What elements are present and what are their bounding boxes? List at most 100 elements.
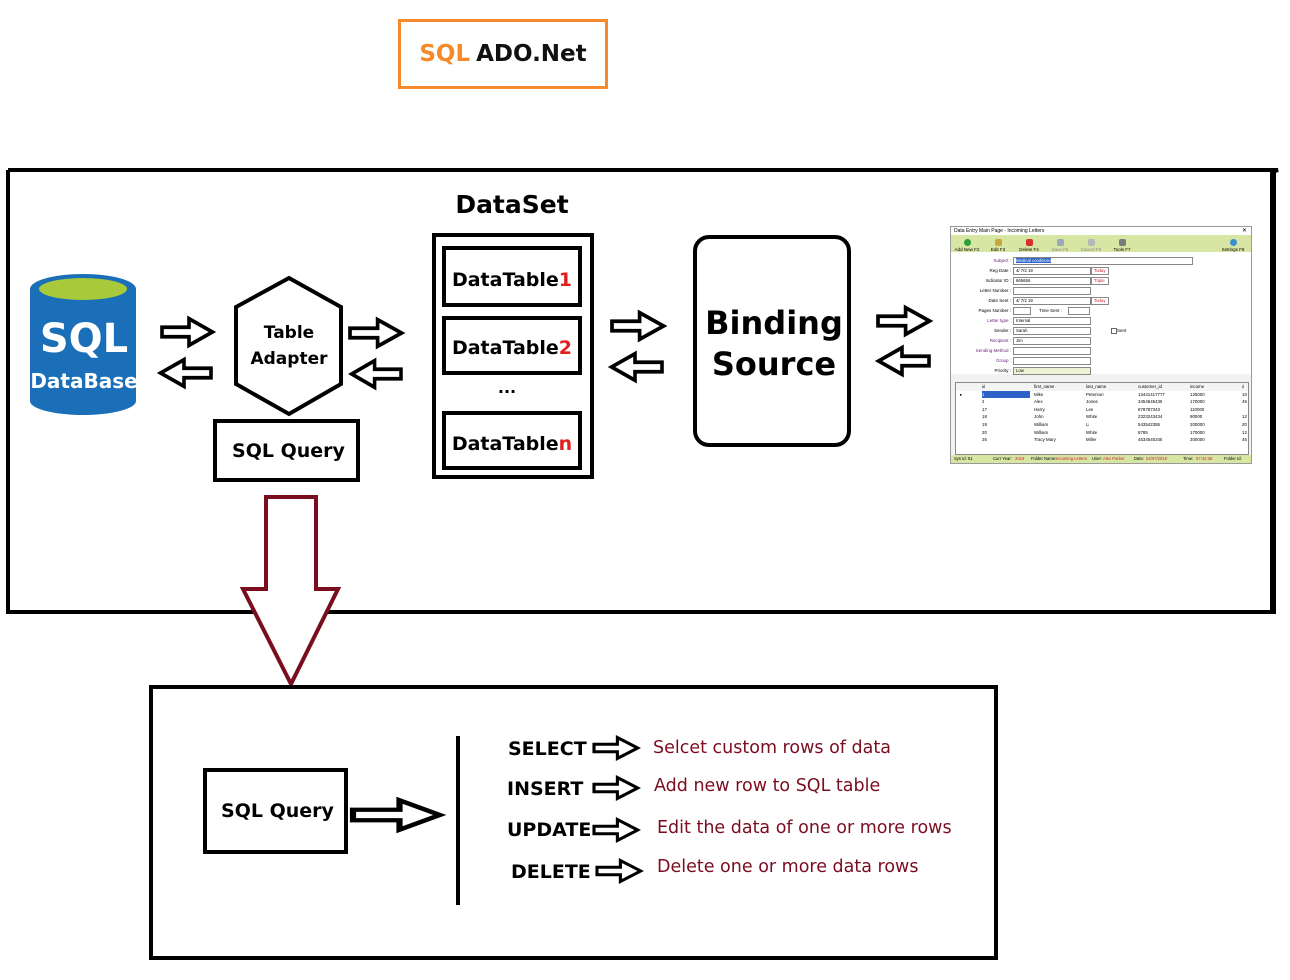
field-group-input[interactable] — [1013, 357, 1091, 365]
field-pages-number-input[interactable] — [1013, 307, 1031, 315]
grid-cell-first-name[interactable]: John — [1034, 414, 1044, 420]
field-priority-input[interactable]: Low — [1013, 367, 1091, 375]
field-sender-input[interactable]: Sarah — [1013, 327, 1091, 335]
grid-header-last-name[interactable]: last_name — [1086, 384, 1107, 389]
datatable-n-name: DataTable — [451, 433, 559, 455]
grid-cell-customer-id[interactable]: 878787343 — [1138, 406, 1160, 412]
grid-cell-id[interactable]: 19 — [982, 422, 987, 427]
arrow-ui-to-binding — [876, 345, 931, 377]
grid-cell-d[interactable]: 10 — [1242, 391, 1247, 397]
grid-cell-last-name[interactable]: Miller — [1086, 437, 1097, 443]
field-letter-number-input[interactable] — [1013, 287, 1091, 295]
grid-cell-last-name[interactable]: Jones — [1086, 399, 1098, 405]
grid-cell-customer-id[interactable]: 13441417777 — [1138, 391, 1165, 397]
toolbar-settings-button[interactable]: Settings F8 — [1219, 239, 1247, 252]
grid-cell-id[interactable]: 1 — [982, 390, 1030, 399]
database-label: DataBase — [30, 369, 138, 393]
field-subject-input[interactable]: Medical conditions — [1013, 257, 1193, 265]
toolbar-delete-label: Delete F4 — [1019, 247, 1039, 252]
edit-icon — [994, 239, 1002, 246]
table-row[interactable]: 20 William White 8785 170000 12 — [956, 429, 1248, 437]
field-sending-method-label: Sending Method : — [975, 348, 1011, 353]
grid-cell-first-name[interactable]: William — [1034, 429, 1049, 435]
today-button-2[interactable]: Today — [1091, 297, 1109, 305]
grid-cell-first-name[interactable]: Mike — [1034, 391, 1044, 397]
triple-button[interactable]: Triple — [1091, 277, 1109, 285]
grid-cell-id[interactable]: 20 — [982, 429, 987, 435]
grid-cell-first-name[interactable]: William — [1034, 422, 1049, 427]
grid-cell-income[interactable]: 200000 — [1190, 437, 1205, 443]
grid-cell-d[interactable]: 12 — [1242, 414, 1247, 420]
grid-cell-income[interactable]: 90000 — [1190, 414, 1203, 420]
toolbar-tools-button[interactable]: Tools F7 — [1108, 239, 1136, 252]
table-row[interactable]: 17 Harry Lee 878787343 110000 — [956, 406, 1248, 414]
grid-cell-id[interactable]: 17 — [982, 406, 987, 412]
grid-header-row: id first_name last_name customer_id inco… — [956, 383, 1248, 391]
table-row[interactable]: 26 Tracy Mary Miller 4534545346 200000 45 — [956, 436, 1248, 444]
grid-cell-income[interactable]: 170000 — [1190, 429, 1205, 435]
grid-cell-first-name[interactable]: Alex — [1034, 399, 1043, 405]
table-row[interactable]: 19 William Li 543542355 200000 20 — [956, 421, 1248, 429]
grid-header-d[interactable]: d — [1242, 384, 1245, 389]
field-letter-type-input[interactable]: Internal — [1013, 317, 1091, 325]
grid-cell-last-name[interactable]: Peterson — [1086, 391, 1104, 397]
field-group-label: Group : — [995, 358, 1011, 363]
toolbar-delete-button[interactable]: Delete F4 — [1015, 239, 1043, 252]
grid-header-first-name[interactable]: first_name — [1034, 384, 1055, 389]
grid-cell-id[interactable]: 18 — [982, 414, 987, 420]
arrow-insert — [592, 775, 640, 801]
close-icon[interactable]: ✕ — [1241, 228, 1247, 234]
grid-cell-customer-id[interactable]: 543542355 — [1138, 422, 1160, 427]
grid-cell-customer-id[interactable]: 8785 — [1138, 429, 1148, 435]
field-sender-label: Sender : — [993, 328, 1011, 333]
grid-cell-income[interactable]: 125000 — [1190, 391, 1205, 397]
field-date-sent-input[interactable]: 4/ 7/2 19 — [1013, 297, 1091, 305]
table-row[interactable]: 2 Alex Jones 3454545435 170000 45 — [956, 398, 1248, 406]
grid-cell-first-name[interactable]: Harry — [1034, 406, 1045, 412]
toolbar-cancel-button[interactable]: Cancel F6 — [1077, 239, 1105, 252]
time-sent-input[interactable] — [1068, 307, 1090, 315]
grid-cell-income[interactable]: 200000 — [1190, 422, 1205, 427]
today-button-1[interactable]: Today — [1091, 267, 1109, 275]
field-subject: Subject : Medical conditions — [951, 257, 1251, 265]
field-letter-type: Letter type : Internal — [951, 317, 1251, 325]
header-ado: ADO.Net — [476, 41, 587, 67]
field-pages-number-label: Pages Number : — [978, 308, 1011, 313]
grid-cell-customer-id[interactable]: 3454545435 — [1138, 399, 1163, 405]
grid-cell-d[interactable]: 20 — [1242, 422, 1247, 427]
grid-header-customer-id[interactable]: customer_id — [1138, 384, 1162, 389]
grid-cell-d[interactable]: 45 — [1242, 437, 1247, 443]
toolbar-save-button[interactable]: Save F5 — [1046, 239, 1074, 252]
grid-cell-id[interactable]: 26 — [982, 437, 987, 443]
grid-cell-last-name[interactable]: White — [1086, 414, 1098, 420]
grid-cell-customer-id[interactable]: 2323243434 — [1138, 414, 1163, 420]
toolbar-add-button[interactable]: Add New F2 — [953, 239, 981, 252]
grid-cell-customer-id[interactable]: 4534545346 — [1138, 437, 1163, 443]
grid-cell-id[interactable]: 2 — [982, 399, 985, 405]
grid-cell-last-name[interactable]: Li — [1086, 422, 1090, 427]
grid-cell-income[interactable]: 110000 — [1190, 406, 1205, 412]
sql-query-expand-arrow — [239, 495, 342, 689]
table-row[interactable]: 18 John White 2323243434 90000 12 — [956, 413, 1248, 421]
toolbar-cancel-label: Cancel F6 — [1080, 247, 1102, 252]
row-selector-icon: ▸ — [960, 391, 963, 397]
field-recipient-input[interactable]: Jim — [1013, 337, 1091, 345]
grid-header-income[interactable]: income — [1190, 384, 1205, 389]
grid-header-id[interactable]: id — [982, 384, 986, 389]
toolbar-edit-button[interactable]: Edit F3 — [984, 239, 1012, 252]
field-sending-method-input[interactable] — [1013, 347, 1091, 355]
delete-icon — [1025, 239, 1033, 246]
field-reg-date: Reg Date : 4/ 7/2 19 Today — [951, 267, 1251, 275]
table-row[interactable]: ▸ 1 Mike Peterson 13441417777 125000 10 — [956, 390, 1248, 399]
status-time-label: Time: — [1183, 456, 1194, 461]
grid-cell-income[interactable]: 170000 — [1190, 399, 1205, 405]
status-folder-id: Folder Id: — [1224, 456, 1242, 461]
field-reg-date-input[interactable]: 4/ 7/2 19 — [1013, 267, 1091, 275]
field-indicator-id-input[interactable]: 665656 — [1013, 277, 1091, 285]
grid-cell-first-name[interactable]: Tracy Mary — [1034, 437, 1056, 443]
grid-cell-last-name[interactable]: Lee — [1086, 406, 1094, 412]
grid-cell-d[interactable]: 45 — [1242, 399, 1247, 405]
grid-cell-last-name[interactable]: White — [1086, 429, 1098, 435]
grid-cell-d[interactable]: 12 — [1242, 429, 1247, 435]
sent-checkbox[interactable] — [1111, 328, 1117, 334]
